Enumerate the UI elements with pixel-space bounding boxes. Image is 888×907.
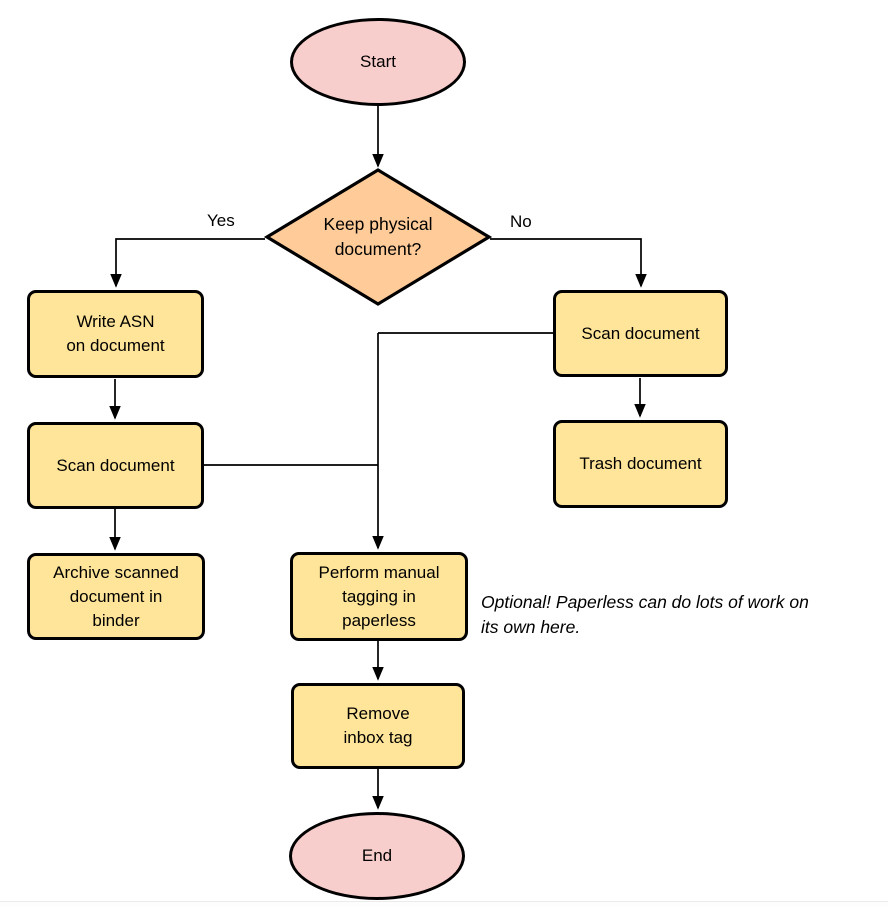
node-trash-document-label: Trash document: [579, 454, 702, 473]
bottom-divider: [0, 901, 888, 907]
node-end: End: [289, 812, 465, 900]
decision-diamond-shape: [263, 168, 493, 306]
node-manual-tagging: Perform manual tagging in paperless: [290, 552, 468, 641]
node-remove-inbox-tag: Remove inbox tag: [291, 683, 465, 769]
node-remove-inbox-tag-label: Remove inbox tag: [343, 704, 413, 747]
node-scan-document-left: Scan document: [27, 422, 204, 509]
node-start-label: Start: [360, 52, 396, 71]
note-optional: Optional! Paperless can do lots of work …: [481, 592, 809, 637]
node-scan-document-right: Scan document: [553, 290, 728, 377]
node-write-asn: Write ASN on document: [27, 290, 204, 378]
node-trash-document: Trash document: [553, 420, 728, 508]
node-decision-label: Keep physical document?: [323, 214, 433, 259]
node-start: Start: [290, 18, 466, 106]
node-scan-document-left-label: Scan document: [56, 455, 175, 475]
edge-decision-scan-right: [490, 238, 647, 288]
node-write-asn-label: Write ASN on document: [66, 312, 165, 355]
edge-label-yes: Yes: [205, 211, 237, 231]
node-scan-document-right-label: Scan document: [581, 323, 700, 343]
node-archive-binder: Archive scanned document in binder: [27, 553, 205, 640]
edge-label-no: No: [508, 212, 534, 232]
node-archive-binder-label: Archive scanned document in binder: [53, 562, 179, 630]
node-end-label: End: [361, 846, 393, 865]
node-manual-tagging-label: Perform manual tagging in paperless: [318, 562, 440, 630]
edge-decision-write-asn: [110, 238, 265, 288]
